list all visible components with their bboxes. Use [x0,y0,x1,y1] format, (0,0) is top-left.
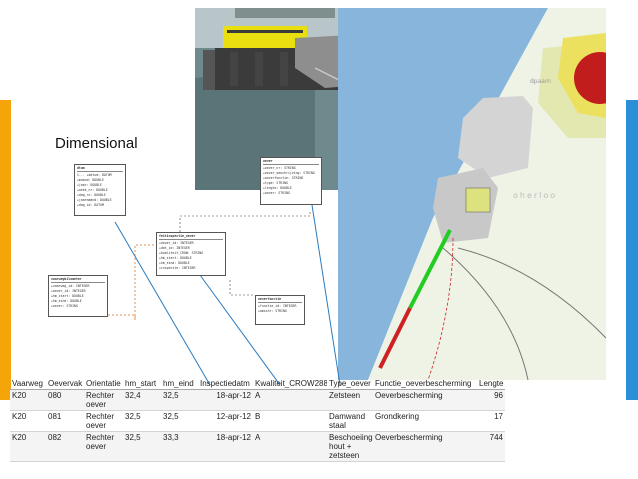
table-cell: Damwand staal [327,410,373,432]
map-label-2: oherloo [513,191,557,200]
bank-map: dpaam oherloo [338,8,606,380]
table-cell: Zetsteen [327,389,373,411]
table-cell: 18-apr-12 [198,389,253,411]
entity-field: +oever: STRING [51,304,78,308]
entity-field: +hm_start: DOUBLE [51,294,84,298]
table-cell: Rechter oever [84,431,123,462]
entity-title: vaarwegkilometer [51,277,105,283]
entity-field: +hm_eind: DOUBLE [159,261,190,265]
table-cell: 744 [477,431,505,462]
table-cell: K20 [10,410,46,432]
entity-field: +lengte: DOUBLE [263,186,292,190]
table-cell: B [253,410,327,432]
column-header: Inspectiedatm [198,378,253,390]
table-cell: K20 [10,431,46,462]
table-row: K20 082 Rechter oever 32,5 33,3 18-apr-1… [10,431,505,462]
entity-title: oever [263,159,319,165]
table-cell: 32,4 [123,389,161,411]
table-cell: A [253,431,327,462]
column-header: Type_oever [327,378,373,390]
table-cell: Grondkering [373,410,477,432]
bank-segment-green [408,229,452,309]
entity-title: dtum [77,166,123,172]
table-cell: 17 [477,410,505,432]
column-header: hm_eind [161,378,198,390]
column-header: Kwaliteit_CROW288 [253,378,327,390]
entity-field: +oever_id: INTEGER [159,241,194,245]
table-cell: Oeverbescherming [373,389,477,411]
table-cell: Oeverbescherming [373,431,477,462]
column-header: hm_start [123,378,161,390]
entity-field: +kwaliteit_CROW: STRING [159,251,204,255]
entity-field: +oever_omschrijving: STRING [263,171,315,175]
table-cell: Rechter oever [84,389,123,411]
column-header: Functie_oeverbescherming [373,378,477,390]
entity-oever: oever +oever_nr: STRING +oever_omschrijv… [260,157,322,205]
table-cell: Rechter oever [84,410,123,432]
table-row: K20 080 Rechter oever 32,4 32,5 18-apr-1… [10,389,505,411]
table-cell: 33,3 [161,431,198,462]
dimensional-diagram: dtum I... +datum: DATUM +maand: DOUBLE +… [40,150,350,385]
column-header: Orientatie [84,378,123,390]
entity-datum: dtum I... +datum: DATUM +maand: DOUBLE +… [74,164,126,216]
entity-field: +type: STRING [263,181,288,185]
entity-field: +maand: DOUBLE [77,178,104,182]
entity-feit-inspectie: feitinspectie_oever +oever_id: INTEGER +… [156,232,226,276]
entity-field: I... +datum: DATUM [77,173,112,177]
table-cell: 12-apr-12 [198,410,253,432]
entity-field: +vaarweg_id: INTEGER [51,284,90,288]
table-cell: A [253,389,327,411]
column-header: Lengte [477,378,505,390]
table-cell: 96 [477,389,505,411]
entity-field: +dag_nr: DOUBLE [77,193,106,197]
accent-bar-right [626,100,638,400]
table-cell: 080 [46,389,84,411]
entity-field: +jaarmaand: DOUBLE [77,198,112,202]
entity-title: feitinspectie_oever [159,234,223,240]
inspection-table: Vaarweg Oevervak Orientatie hm_start hm_… [10,378,505,462]
entity-field: +oever: STRING [263,191,290,195]
accent-bar-left [0,100,11,400]
entity-field: +oeverfunctie: STRING [263,176,304,180]
entity-field: +dag_id: DATUM [77,203,104,207]
bank-segment-red [378,307,412,369]
entity-field: +omschr: STRING [258,309,287,313]
entity-field: +jaar: DOUBLE [77,183,102,187]
table-cell: 32,5 [161,389,198,411]
table-cell: 082 [46,431,84,462]
entity-field: +dat_id: INTEGER [159,246,190,250]
entity-field: +inspectie: INTEGER [159,266,196,270]
entity-field: +hm_eind: DOUBLE [51,299,82,303]
table-cell: 18-apr-12 [198,431,253,462]
slide-title: Dimensional [55,135,138,152]
entity-vaarwegkilometer: vaarwegkilometer +vaarweg_id: INTEGER +o… [48,275,108,317]
map-label-1: dpaam [530,78,551,85]
table-cell: 32,5 [123,410,161,432]
column-header: Oevervak [46,378,84,390]
entity-field: +oever_id: INTEGER [51,289,86,293]
table-cell: 32,5 [161,410,198,432]
table-header-row: Vaarweg Oevervak Orientatie hm_start hm_… [10,378,505,390]
table-cell: Beschoeiing hout + zetsteen [327,431,373,462]
entity-field: +hm_start: DOUBLE [159,256,192,260]
entity-field: +week_nr: DOUBLE [77,188,108,192]
entity-field: +functie_id: INTEGER [258,304,297,308]
sheet-piling [203,50,288,90]
table-cell: 081 [46,410,84,432]
table-cell: 32,5 [123,431,161,462]
table-row: K20 081 Rechter oever 32,5 32,5 12-apr-1… [10,410,505,432]
column-header: Vaarweg [10,378,46,390]
entity-field: +oever_nr: STRING [263,166,296,170]
entity-oeverfunctie: oeverfunctie +functie_id: INTEGER +omsch… [255,295,305,325]
table-cell: K20 [10,389,46,411]
entity-title: oeverfunctie [258,297,302,303]
